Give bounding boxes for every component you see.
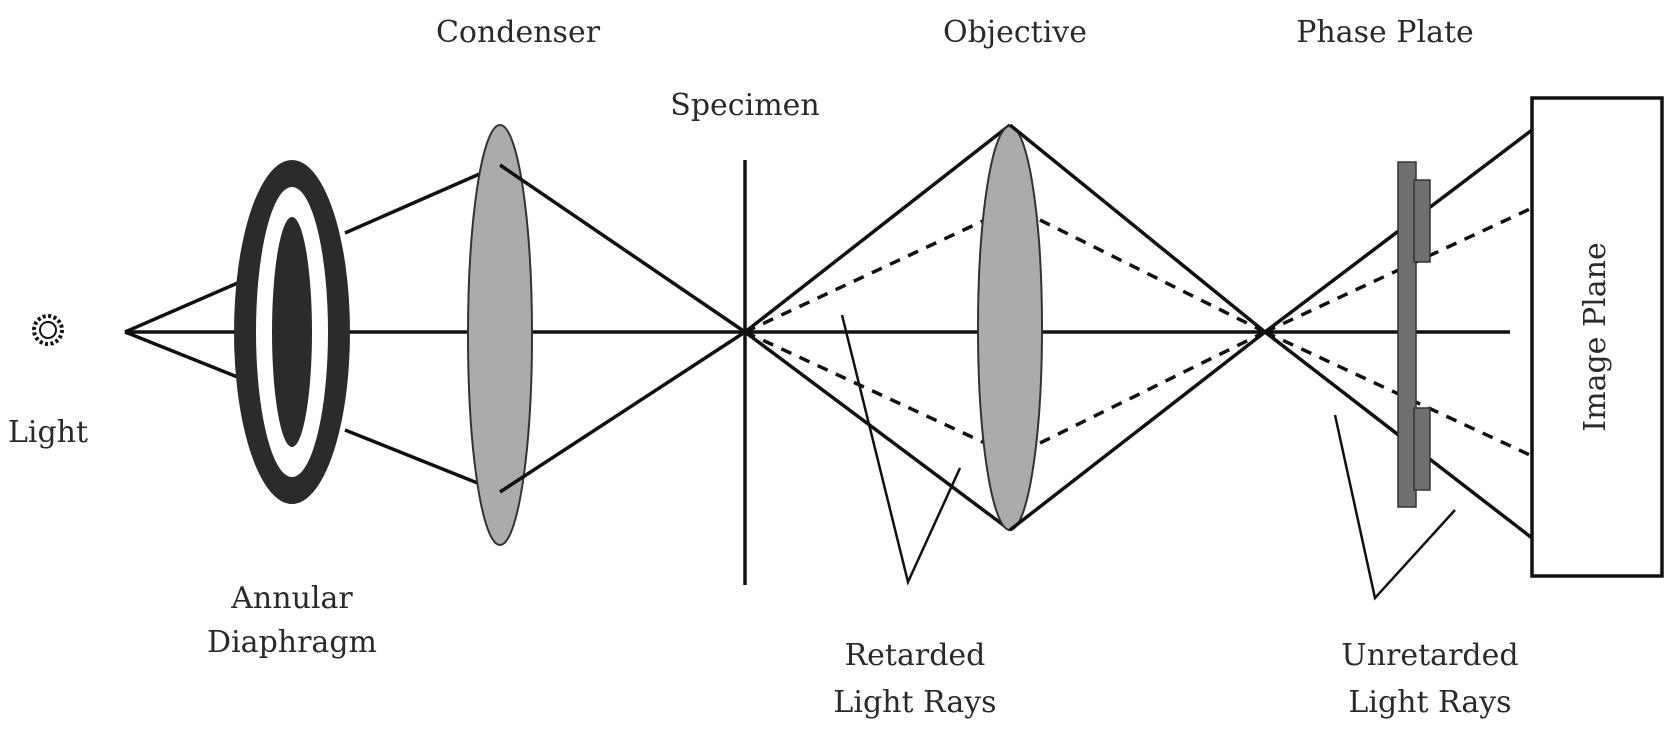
ray-diaphragm-lower — [344, 428, 501, 494]
ray-light-lower — [124, 330, 241, 380]
image-plane-label: Image Plane — [1578, 242, 1613, 431]
condenser-label: Condenser — [436, 15, 601, 50]
light-label: Light — [8, 415, 88, 450]
ray-light-upper — [124, 280, 241, 334]
retarded-leader-line — [840, 314, 962, 586]
ray-specimen-upper — [743, 123, 1012, 334]
specimen-label: Specimen — [670, 88, 819, 123]
ray-condenser-lower — [499, 330, 746, 494]
annular-diaphragm — [234, 160, 350, 504]
objective-label: Objective — [943, 15, 1087, 50]
retarded-label-line1: Retarded — [845, 638, 986, 673]
ray-diaphragm-upper — [344, 163, 501, 235]
phase-plate-label: Phase Plate — [1296, 15, 1474, 50]
ray-condenser-upper — [499, 163, 746, 334]
retarded-ray-upper-1 — [744, 218, 986, 334]
phase-plate — [1397, 161, 1431, 508]
unretarded-label-line1: Unretarded — [1341, 638, 1518, 673]
retarded-ray-lower-1 — [744, 330, 986, 445]
ray-objective-lower — [1008, 330, 1267, 532]
retarded-label-line2: Light Rays — [833, 685, 996, 720]
retarded-ray-lower-2 — [1039, 330, 1266, 445]
retarded-ray-upper-2 — [1039, 218, 1266, 334]
annular-diaphragm-label-line2: Diaphragm — [207, 625, 377, 660]
ray-specimen-lower — [743, 330, 1012, 532]
condenser-lens — [467, 124, 533, 546]
annular-diaphragm-label-line1: Annular — [230, 581, 353, 616]
ray-objective-upper — [1008, 123, 1267, 334]
light-source-icon — [32, 314, 64, 346]
unretarded-label-line2: Light Rays — [1348, 685, 1511, 720]
unretarded-leader-line — [1333, 414, 1456, 601]
objective-lens — [977, 125, 1043, 531]
image-plane-box — [1530, 96, 1664, 578]
